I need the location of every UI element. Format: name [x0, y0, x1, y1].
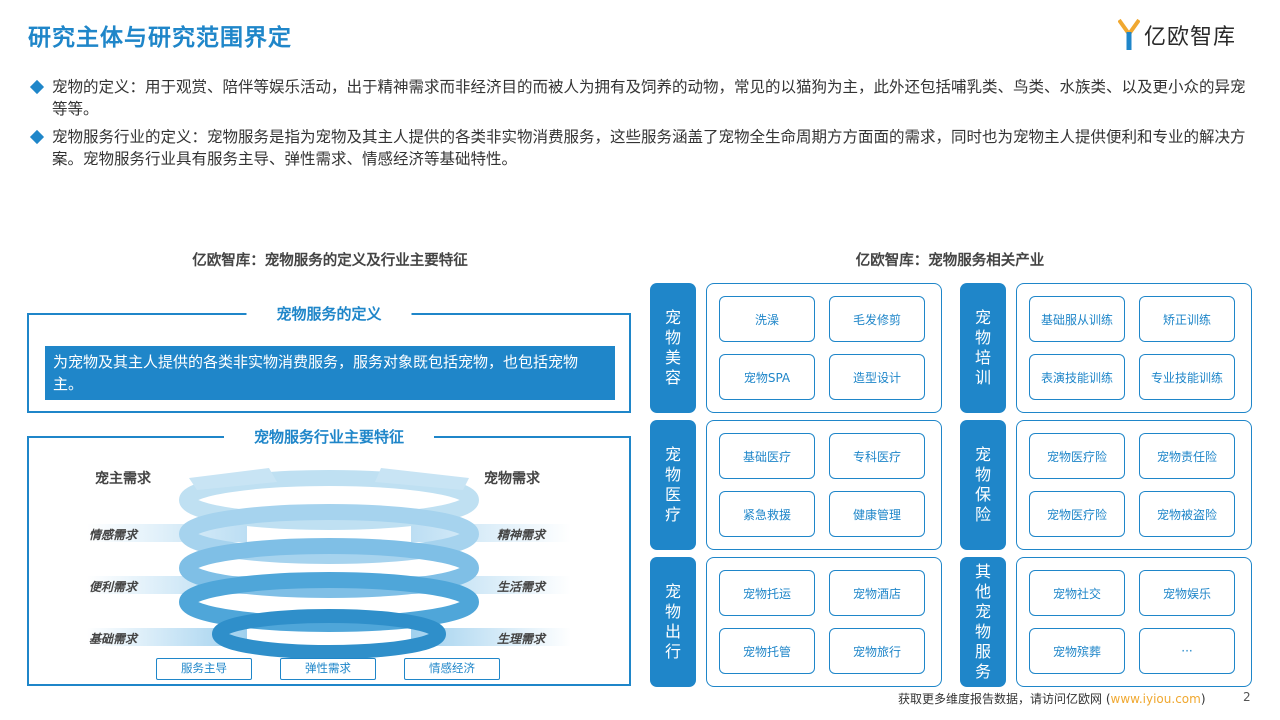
diamond-bullet-icon: [29, 79, 45, 95]
pet-need-item: 生理需求: [497, 632, 546, 646]
pet-needs-label: 宠物需求: [484, 471, 540, 487]
service-item: 宠物托管: [719, 628, 815, 674]
definition-box-title: 宠物服务的定义: [246, 303, 412, 324]
category-name: 宠物保险: [974, 445, 991, 524]
footer-text: 获取更多维度报告数据，请访问亿欧网 (: [898, 692, 1111, 706]
category-group: 宠物托运 宠物酒店 宠物托管 宠物旅行: [706, 557, 942, 687]
logo: 亿欧智库: [1118, 18, 1236, 52]
features-box: 宠物服务行业主要特征 宠主需求 宠物需求 情感需求 便利需求 基础需求 精神需求…: [27, 426, 631, 686]
service-item: 紧急救援: [719, 491, 815, 537]
service-item: 宠物娱乐: [1139, 570, 1235, 616]
service-item: 毛发修剪: [829, 296, 925, 342]
service-item: 宠物医疗险: [1029, 433, 1125, 479]
category-group: 基础服从训练 矫正训练 表演技能训练 专业技能训练: [1016, 283, 1252, 413]
category-group: 宠物社交 宠物娱乐 宠物殡葬 ···: [1016, 557, 1252, 687]
category-name: 宠物美容: [664, 308, 681, 387]
footer-note: 获取更多维度报告数据，请访问亿欧网 (www.iyiou.com): [898, 690, 1206, 707]
bullet-pet-definition: 宠物的定义：用于观赏、陪伴等娱乐活动，出于精神需求而非经济目的而被人为拥有及饲养…: [29, 76, 1256, 120]
service-item: 矫正训练: [1139, 296, 1235, 342]
definition-bullets: 宠物的定义：用于观赏、陪伴等娱乐活动，出于精神需求而非经济目的而被人为拥有及饲养…: [29, 76, 1256, 176]
logo-text: 亿欧智库: [1144, 25, 1237, 50]
service-item: 基础医疗: [719, 433, 815, 479]
category-group: 洗澡 毛发修剪 宠物SPA 造型设计: [706, 283, 942, 413]
service-item: 宠物责任险: [1139, 433, 1235, 479]
service-item: 宠物社交: [1029, 570, 1125, 616]
feature-tag: 服务主导: [156, 658, 252, 680]
category-label: 宠物美容: [650, 283, 696, 413]
service-item: ···: [1139, 628, 1235, 674]
logo-icon: [1118, 18, 1140, 50]
right-section-heading: 亿欧智库：宠物服务相关产业: [855, 253, 1045, 269]
diamond-bullet-icon: [29, 129, 45, 145]
definition-text: 为宠物及其主人提供的各类非实物消费服务，服务对象既包括宠物，也包括宠物主。: [45, 346, 615, 400]
category-label: 宠物培训: [960, 283, 1006, 413]
definition-box: 宠物服务的定义 为宠物及其主人提供的各类非实物消费服务，服务对象既包括宠物，也包…: [27, 303, 631, 413]
feature-tag: 情感经济: [404, 658, 500, 680]
service-item: 专业技能训练: [1139, 354, 1235, 400]
footer-link[interactable]: www.iyiou.com: [1110, 692, 1201, 706]
category-label: 宠物保险: [960, 420, 1006, 550]
page-title: 研究主体与研究范围界定: [28, 25, 292, 51]
page-number: 2: [1243, 690, 1251, 704]
service-item: 宠物殡葬: [1029, 628, 1125, 674]
category-label: 宠物出行: [650, 557, 696, 687]
owner-need-item: 情感需求: [89, 528, 138, 542]
owner-need-item: 便利需求: [89, 580, 138, 594]
spiral-illustration: [87, 468, 571, 659]
category-name: 宠物培训: [974, 308, 991, 387]
service-item: 表演技能训练: [1029, 354, 1125, 400]
service-item: 造型设计: [829, 354, 925, 400]
service-item: 宠物医疗险: [1029, 491, 1125, 537]
category-label: 其他宠物服务: [960, 557, 1006, 687]
feature-tag: 弹性需求: [280, 658, 376, 680]
footer-close: ): [1200, 692, 1206, 706]
service-item: 宠物旅行: [829, 628, 925, 674]
owner-needs-label: 宠主需求: [95, 471, 151, 487]
left-section-heading: 亿欧智库：宠物服务的定义及行业主要特征: [192, 253, 468, 269]
features-box-title: 宠物服务行业主要特征: [223, 426, 435, 447]
category-name: 其他宠物服务: [974, 562, 991, 681]
service-item: 洗澡: [719, 296, 815, 342]
service-item: 健康管理: [829, 491, 925, 537]
service-item: 专科医疗: [829, 433, 925, 479]
category-label: 宠物医疗: [650, 420, 696, 550]
service-item: 宠物被盗险: [1139, 491, 1235, 537]
pet-need-item: 生活需求: [497, 580, 546, 594]
category-group: 基础医疗 专科医疗 紧急救援 健康管理: [706, 420, 942, 550]
service-item: 基础服从训练: [1029, 296, 1125, 342]
bullet-service-definition: 宠物服务行业的定义：宠物服务是指为宠物及其主人提供的各类非实物消费服务，这些服务…: [29, 126, 1256, 170]
service-item: 宠物SPA: [719, 354, 815, 400]
service-item: 宠物酒店: [829, 570, 925, 616]
pet-need-item: 精神需求: [497, 528, 546, 542]
category-name: 宠物出行: [664, 582, 681, 661]
bullet-text: 宠物的定义：用于观赏、陪伴等娱乐活动，出于精神需求而非经济目的而被人为拥有及饲养…: [52, 78, 1246, 118]
service-item: 宠物托运: [719, 570, 815, 616]
owner-need-item: 基础需求: [89, 632, 138, 646]
bullet-text: 宠物服务行业的定义：宠物服务是指为宠物及其主人提供的各类非实物消费服务，这些服务…: [52, 128, 1246, 168]
category-name: 宠物医疗: [664, 445, 681, 524]
category-group: 宠物医疗险 宠物责任险 宠物医疗险 宠物被盗险: [1016, 420, 1252, 550]
